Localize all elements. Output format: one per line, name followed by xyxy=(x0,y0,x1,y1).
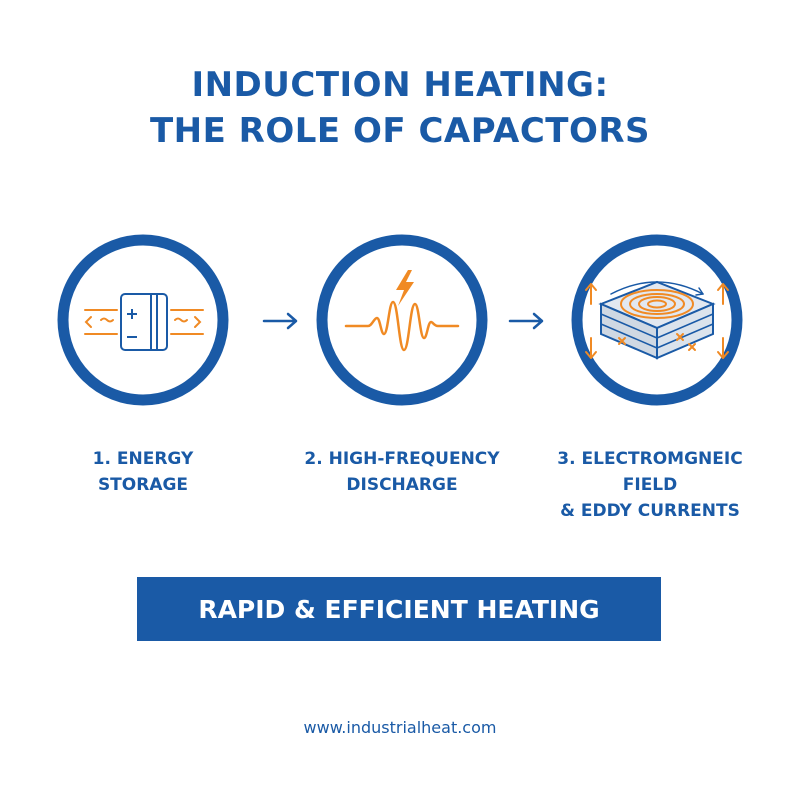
step-1-circle xyxy=(57,234,229,406)
capacitor-icon xyxy=(57,234,229,406)
title-line-1: INDUCTION HEATING: xyxy=(191,65,609,105)
result-banner: RAPID & EFFICIENT HEATING xyxy=(137,577,661,641)
step-1-label-line-2: STORAGE xyxy=(97,475,189,495)
page-title: INDUCTION HEATING: THE ROLE OF CAPACTORS xyxy=(0,62,800,154)
step-2-label: 2. HIGH-FREQUENCY DISCHARGE xyxy=(282,446,522,498)
step-2-label-line-1: 2. HIGH-FREQUENCY xyxy=(304,449,500,469)
result-banner-label: RAPID & EFFICIENT HEATING xyxy=(198,594,600,624)
title-line-2: THE ROLE OF CAPACTORS xyxy=(149,111,651,151)
step-2-label-line-2: DISCHARGE xyxy=(346,475,458,495)
step-3-label-line-1: 3. ELECTROMGNEIC FIELD xyxy=(557,449,743,495)
website-url: www.industrialheat.com xyxy=(303,718,497,737)
eddy-current-block-icon xyxy=(571,234,743,406)
waveform-lightning-icon xyxy=(316,234,488,406)
step-3-label: 3. ELECTROMGNEIC FIELD & EDDY CURRENTS xyxy=(530,446,770,524)
step-1-label-line-1: 1. ENERGY xyxy=(92,449,194,469)
arrow-right-icon xyxy=(262,312,298,330)
step-3-label-line-2: & EDDY CURRENTS xyxy=(560,501,740,521)
arrow-right-icon xyxy=(508,312,544,330)
step-2-circle xyxy=(316,234,488,406)
step-1-label: 1. ENERGY STORAGE xyxy=(23,446,263,498)
step-3-circle xyxy=(571,234,743,406)
